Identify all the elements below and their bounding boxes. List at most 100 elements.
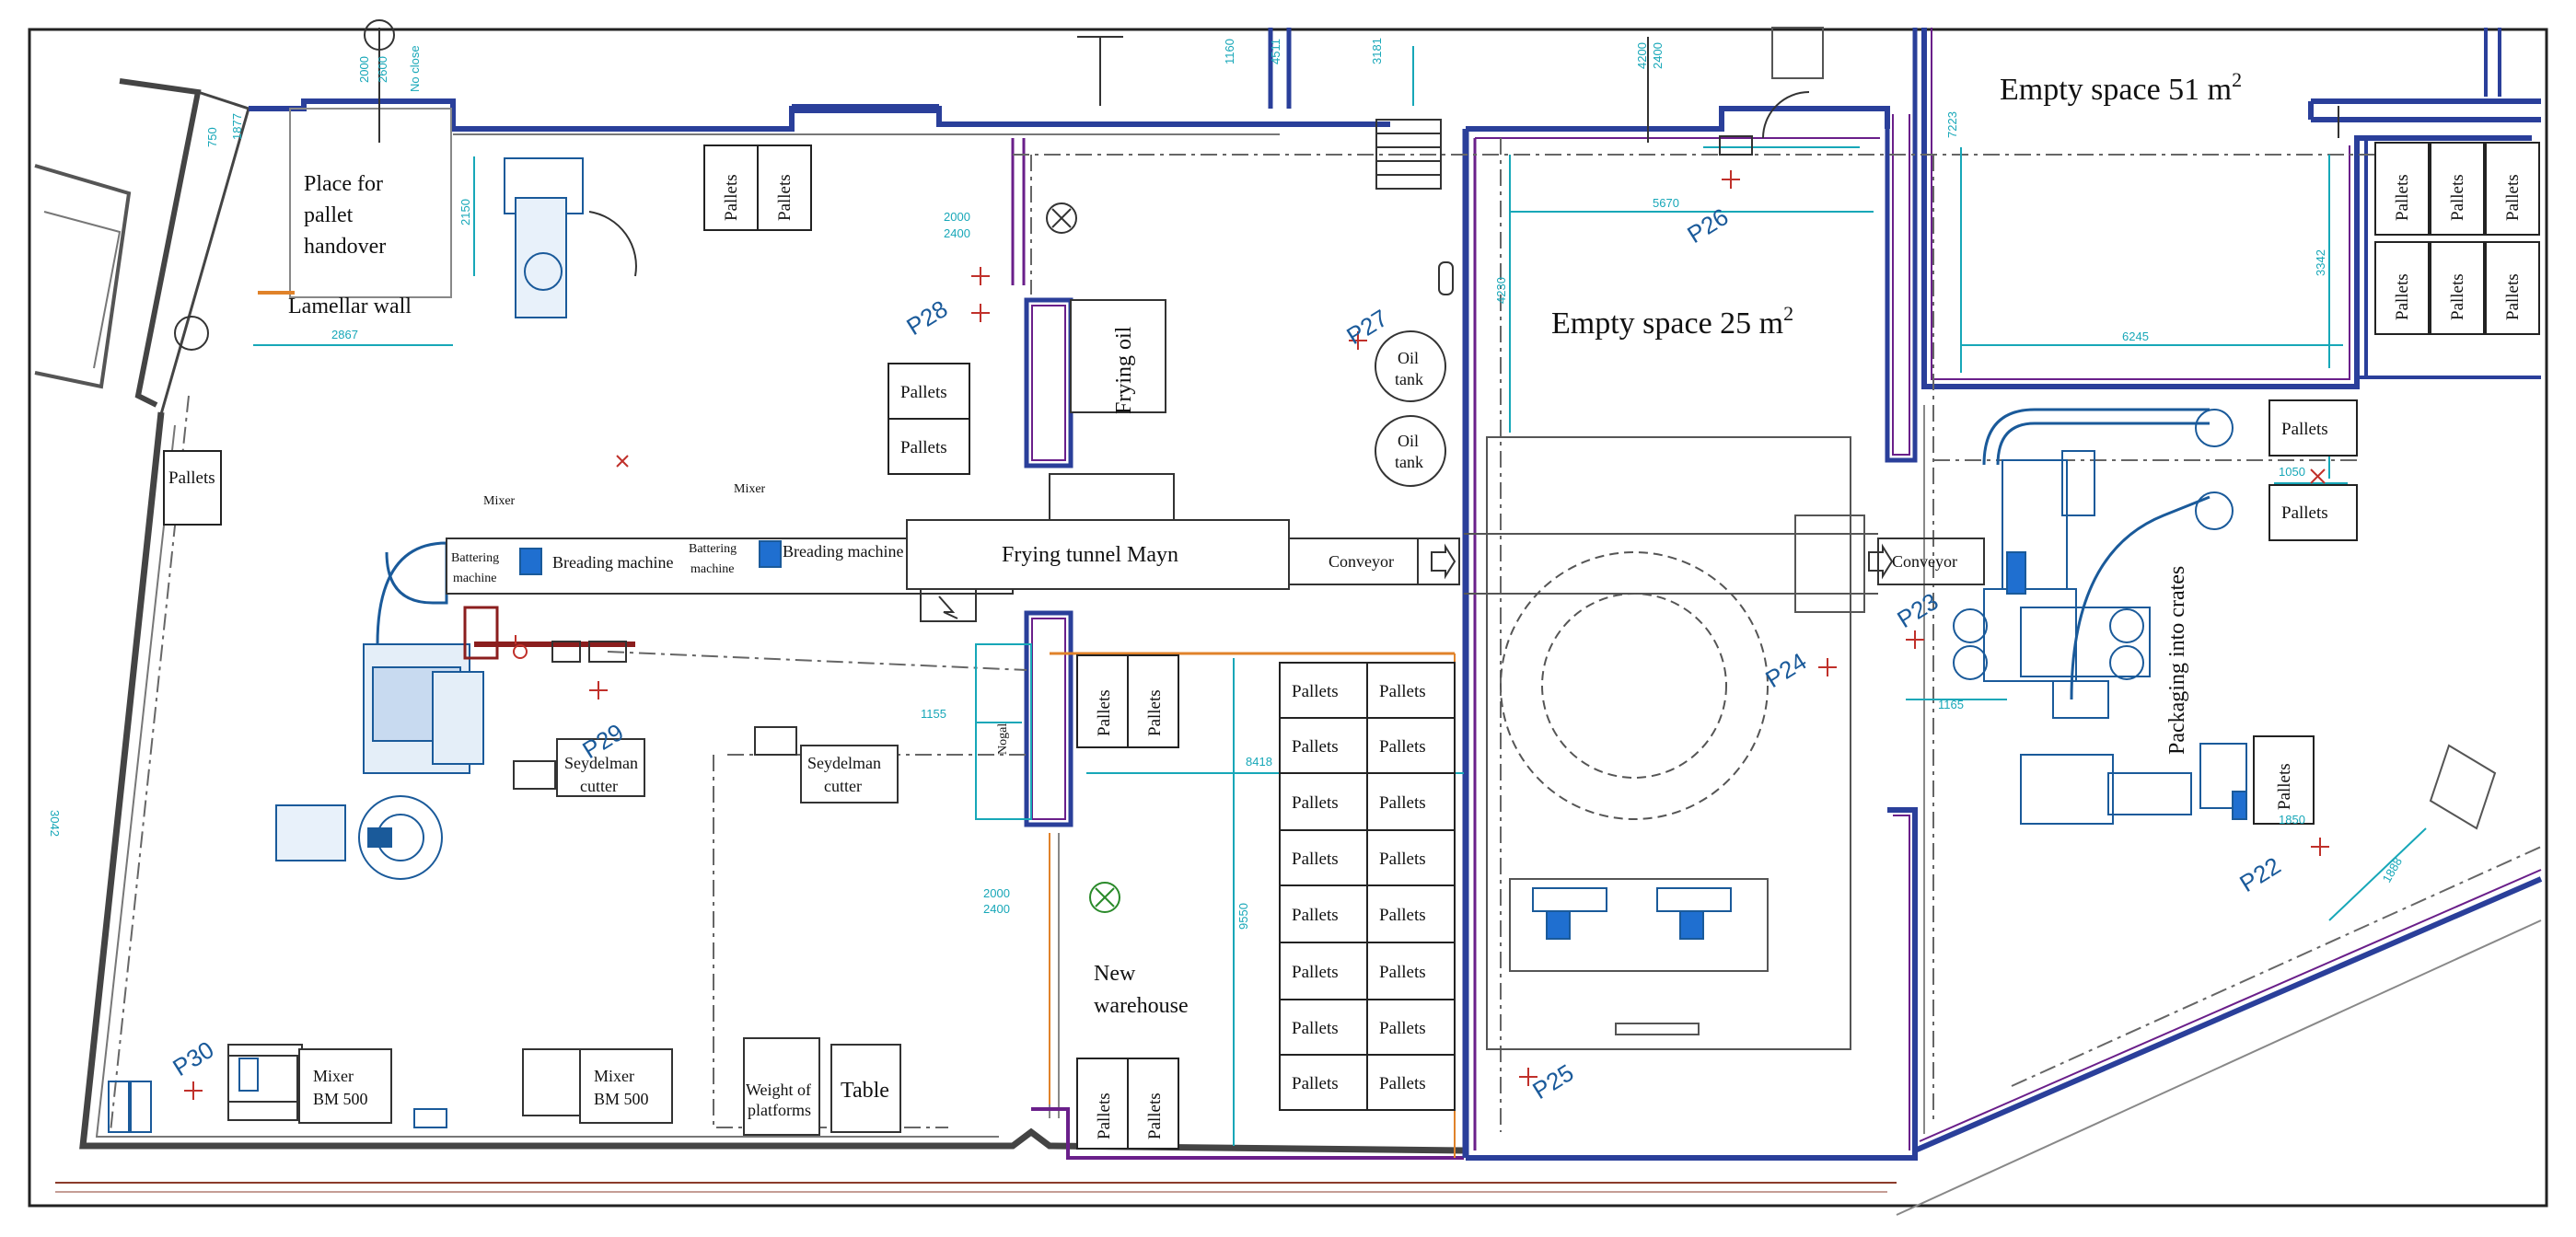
pallet-label: Pallets bbox=[2503, 174, 2523, 221]
dim-label: 6245 bbox=[2122, 329, 2149, 343]
dim-label: 2000 bbox=[944, 210, 970, 224]
dim-label: 2400 bbox=[944, 226, 970, 240]
mixer-bm-2-a: Mixer bbox=[594, 1067, 634, 1085]
pallet-label: Pallets bbox=[2448, 273, 2467, 320]
pallet-label: Pallets bbox=[1292, 1074, 1339, 1093]
mixer-bm-2-b: BM 500 bbox=[594, 1090, 649, 1108]
dim-label: 9550 bbox=[1236, 903, 1250, 930]
pallet-label: Pallets bbox=[1292, 682, 1339, 701]
battering-machine-2-b: machine bbox=[690, 562, 734, 576]
pallet-label: Pallets bbox=[1145, 1092, 1165, 1139]
dim-label: 2400 bbox=[1651, 42, 1665, 69]
pallet-label: Pallets bbox=[1379, 793, 1426, 813]
nogal-label: Nogal bbox=[996, 723, 1010, 755]
dim-label: 4230 bbox=[1494, 277, 1508, 304]
battering-machine-2-a: Battering bbox=[689, 542, 737, 556]
dim-label: 1850 bbox=[2279, 813, 2305, 827]
dim-label: 4511 bbox=[1269, 39, 1282, 64]
dim-label: 1888 bbox=[2380, 855, 2405, 885]
pallet-label: Pallets bbox=[1379, 906, 1426, 925]
pallet-label: Pallets bbox=[1292, 1019, 1339, 1038]
dim-label: 5670 bbox=[1653, 196, 1679, 210]
dim-label: No close bbox=[408, 45, 422, 92]
pallet-label: Pallets bbox=[1379, 850, 1426, 869]
pallet-boxes bbox=[163, 142, 2540, 1150]
conveyor-left-label: Conveyor bbox=[1329, 552, 1394, 571]
dim-label: 3342 bbox=[2314, 249, 2327, 276]
point-p30: P30 bbox=[168, 1035, 218, 1081]
dim-label: 1160 bbox=[1223, 39, 1236, 64]
pallet-label: Pallets bbox=[2281, 503, 2328, 523]
new-warehouse-label-1: New bbox=[1094, 962, 1136, 986]
pallet-handover-label-3: handover bbox=[304, 235, 386, 259]
pallet-handover-label-1: Place for bbox=[304, 172, 383, 196]
breading-machine-2: Breading machine bbox=[783, 542, 903, 561]
pallet-label: Pallets bbox=[168, 468, 215, 488]
dim-label: 1050 bbox=[2279, 465, 2305, 479]
dimension-labels: 2000 2600 No close 750 1877 2867 2150 20… bbox=[48, 38, 2405, 930]
weight-platforms-a: Weight of bbox=[746, 1081, 811, 1099]
pallet-label: Pallets bbox=[1379, 1019, 1426, 1038]
point-p28: P28 bbox=[901, 295, 952, 341]
dim-label: 2150 bbox=[458, 199, 472, 225]
pallet-label: Pallets bbox=[2393, 174, 2412, 221]
seydelman-1-b: cutter bbox=[580, 777, 618, 795]
survey-markers bbox=[184, 170, 2329, 1100]
pallet-label: Pallets bbox=[2281, 420, 2328, 439]
oil-tank-1-label-b: tank bbox=[1395, 370, 1423, 388]
conveyor-right-label: Conveyor bbox=[1892, 552, 1957, 571]
dim-label: 2000 bbox=[357, 56, 371, 83]
dim-label: 2867 bbox=[331, 328, 358, 341]
weight-platforms-b: platforms bbox=[748, 1101, 811, 1119]
pallet-labels: Pallets Pallets Pallets Pallets Pallets … bbox=[168, 174, 2523, 1139]
oil-tank-1-label-a: Oil bbox=[1398, 349, 1419, 367]
mixer-2-label: Mixer bbox=[734, 482, 766, 496]
breading-machine-1: Breading machine bbox=[552, 553, 673, 572]
dim-label: 2600 bbox=[376, 56, 389, 83]
dim-label: 750 bbox=[205, 127, 219, 147]
pallet-label: Pallets bbox=[1379, 682, 1426, 701]
pallet-label: Pallets bbox=[2393, 273, 2412, 320]
pallet-label: Pallets bbox=[900, 383, 947, 402]
point-p22: P22 bbox=[2234, 851, 2285, 897]
oil-tank-2-label-b: tank bbox=[1395, 453, 1423, 471]
pallet-label: Pallets bbox=[1379, 1074, 1426, 1093]
dim-label: 1155 bbox=[921, 707, 946, 721]
pallet-label: Pallets bbox=[2448, 174, 2467, 221]
dim-label: 4200 bbox=[1635, 42, 1649, 69]
pallet-label: Pallets bbox=[775, 174, 795, 221]
lamellar-wall-label: Lamellar wall bbox=[288, 295, 412, 318]
pallet-label: Pallets bbox=[1292, 850, 1339, 869]
mixer-bm-1-a: Mixer bbox=[313, 1067, 354, 1085]
point-p26: P26 bbox=[1682, 202, 1733, 249]
seydelman-1-a: Seydelman bbox=[564, 754, 638, 772]
pallet-label: Pallets bbox=[2503, 273, 2523, 320]
pallet-label: Pallets bbox=[1292, 963, 1339, 982]
dim-label: 1877 bbox=[230, 113, 244, 140]
dim-label: 3181 bbox=[1370, 38, 1384, 64]
point-p25: P25 bbox=[1527, 1058, 1578, 1104]
pallet-label: Pallets bbox=[1292, 737, 1339, 757]
battering-machine-1-b: machine bbox=[453, 572, 496, 585]
door-symbols bbox=[174, 19, 2339, 913]
new-warehouse-label-2: warehouse bbox=[1094, 994, 1189, 1018]
equipment-shapes bbox=[108, 27, 2497, 1136]
pallet-label: Pallets bbox=[1095, 689, 1114, 736]
dim-label: 3042 bbox=[48, 810, 62, 837]
pallet-label: Pallets bbox=[1379, 963, 1426, 982]
table-label: Table bbox=[841, 1079, 889, 1103]
oil-tank-2-label-a: Oil bbox=[1398, 432, 1419, 450]
seydelman-2-a: Seydelman bbox=[807, 754, 881, 772]
mixer-bm-1-b: BM 500 bbox=[313, 1090, 368, 1108]
pallet-label: Pallets bbox=[1292, 793, 1339, 813]
dimension-lines bbox=[253, 46, 2427, 1146]
frying-oil-label: Frying oil bbox=[1112, 326, 1136, 414]
dim-label: 7223 bbox=[1945, 111, 1959, 138]
pallet-label: Pallets bbox=[1145, 689, 1165, 736]
seydelman-2-b: cutter bbox=[824, 777, 862, 795]
battering-machine-1-a: Battering bbox=[451, 551, 499, 565]
dim-label: 2400 bbox=[983, 902, 1010, 916]
pallet-label: Pallets bbox=[1379, 737, 1426, 757]
mixer-1-label: Mixer bbox=[483, 494, 516, 508]
